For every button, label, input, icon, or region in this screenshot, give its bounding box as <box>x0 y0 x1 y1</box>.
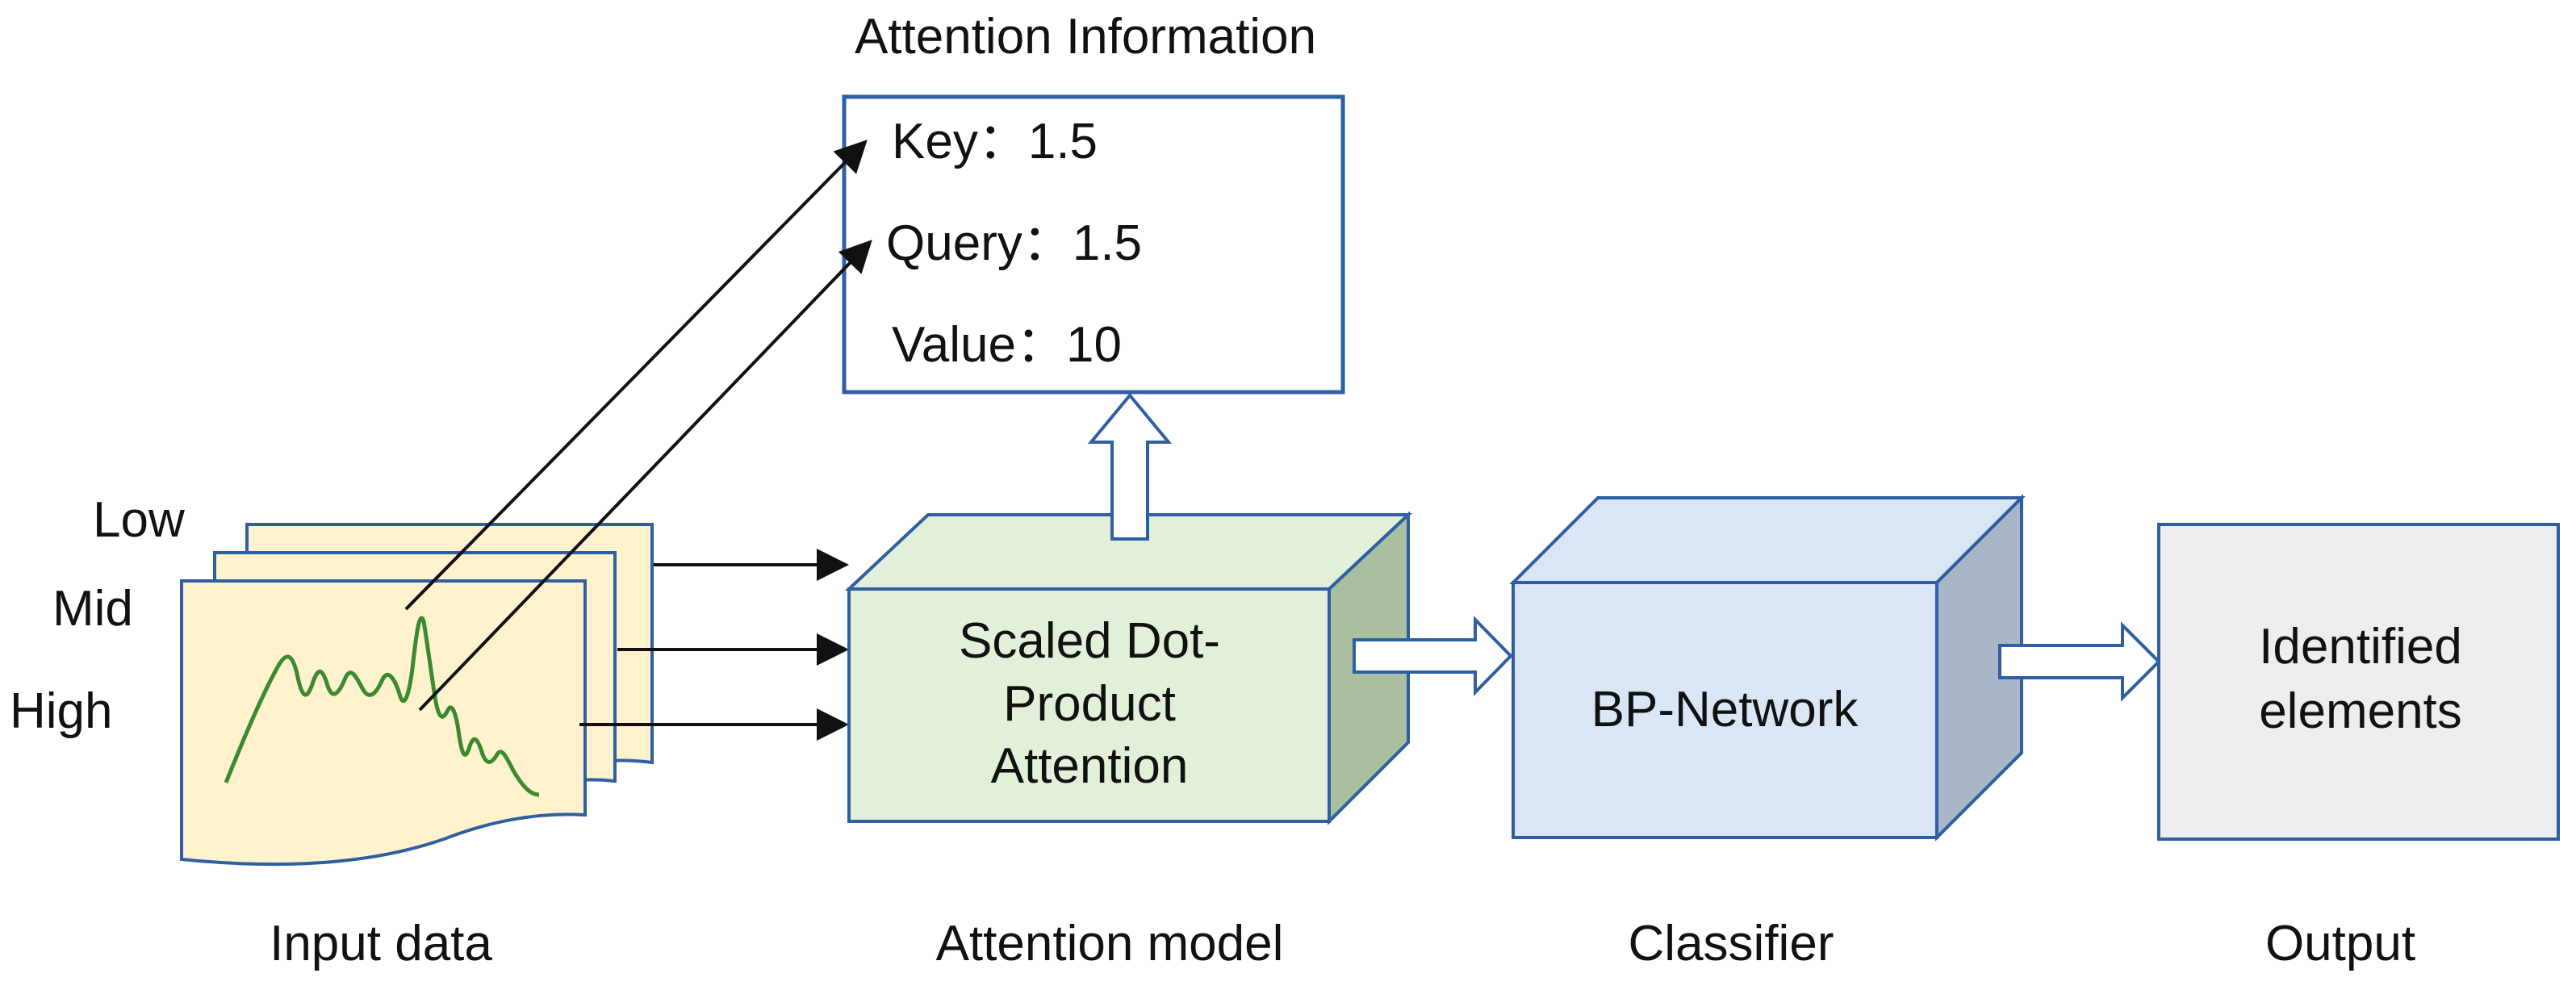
up-arrow-to-info <box>1087 392 1173 541</box>
input-caption: Input data <box>270 916 492 971</box>
key-text: Key：1.5 <box>892 114 1098 169</box>
classifier-caption: Classifier <box>1629 916 1834 971</box>
arrow-attention-to-classifier <box>1353 616 1513 696</box>
classifier-label: BP-Network <box>1591 682 1859 737</box>
input-layer-high <box>180 579 587 867</box>
output-caption: Output <box>2265 916 2415 971</box>
arrow-to-key <box>404 140 868 611</box>
arrow-classifier-to-output <box>1998 621 2161 702</box>
value-text: Value：10 <box>892 317 1122 373</box>
classifier-box <box>1509 494 2026 842</box>
attention-model-line-2: Product <box>1003 676 1176 732</box>
attention-model-line-1: Scaled Dot- <box>959 613 1220 669</box>
attention-info-box <box>842 94 1345 395</box>
output-box <box>2157 523 2560 841</box>
query-text: Query：1.5 <box>886 215 1142 271</box>
layer-label-low: Low <box>93 492 185 548</box>
output-line-2: elements <box>2259 683 2462 739</box>
arrow-to-query <box>418 240 872 712</box>
attention-model-line-3: Attention <box>991 738 1189 794</box>
output-line-1: Identified <box>2259 619 2462 675</box>
attention-model-box <box>844 511 1413 825</box>
attention-info-title: Attention Information <box>855 9 1316 65</box>
signal-waveform <box>224 616 540 797</box>
layer-label-high: High <box>10 683 113 739</box>
attention-model-caption: Attention model <box>936 916 1284 971</box>
layer-label-mid: Mid <box>52 581 133 637</box>
